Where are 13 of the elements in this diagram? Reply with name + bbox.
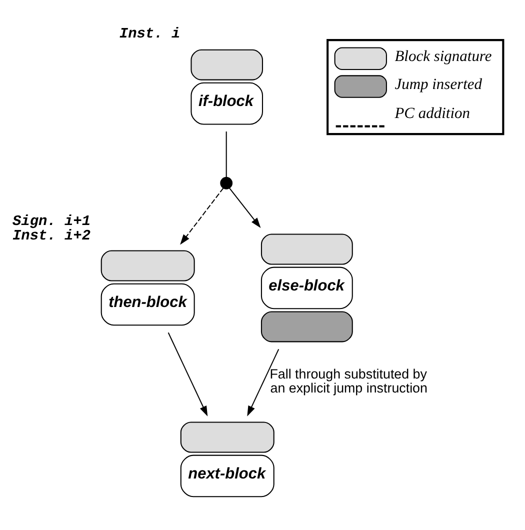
arrow [247,348,280,416]
edge-label: Fall through substituted by an explicit jump instruction [270,366,428,396]
arrow [229,187,261,228]
connector [226,131,227,177]
arrow [180,187,224,244]
node-label: Sign. i+1 [12,214,91,230]
arrow [168,332,208,416]
node-circle [220,176,233,189]
legend-label: Block signature [394,48,492,65]
node-label: Inst. i+2 [12,228,91,244]
legend-label: Jump inserted [394,76,482,93]
node-label: Inst. i [119,26,180,42]
legend-label: PC addition [394,104,470,122]
